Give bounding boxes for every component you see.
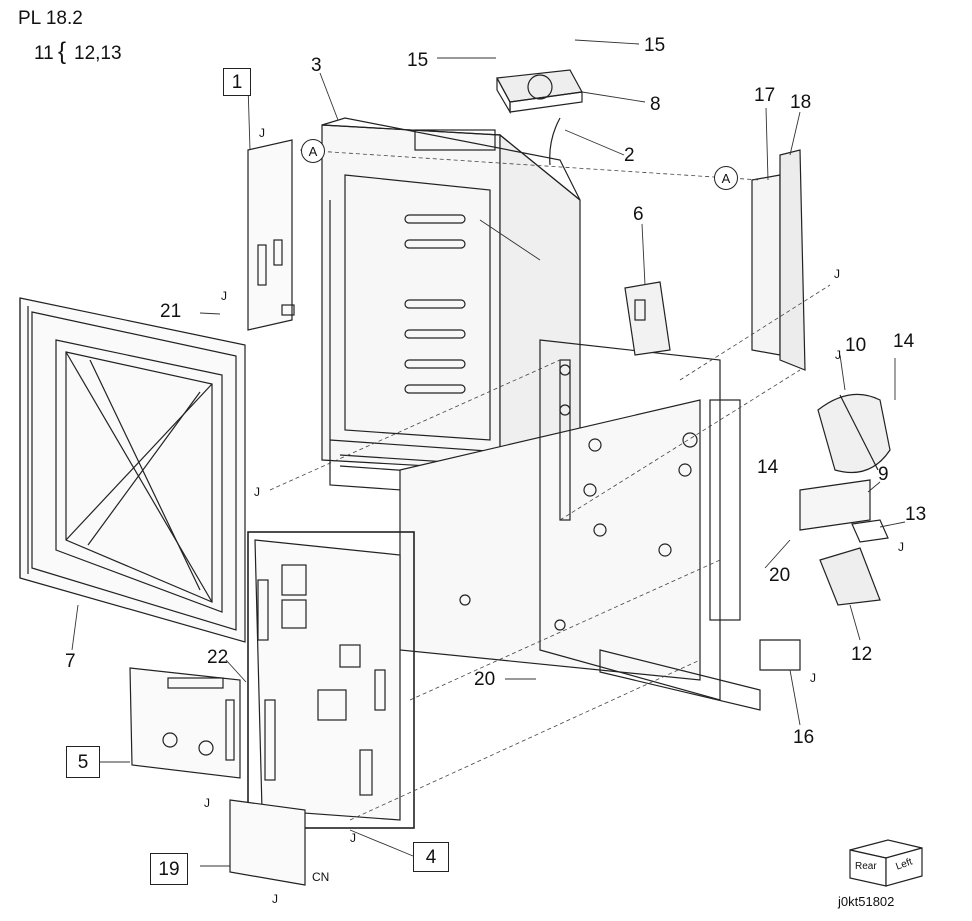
callout-12: 12 [851,644,873,665]
connector-label: J [204,796,210,810]
board-1 [247,139,295,331]
callout-20-right: 20 [769,565,791,586]
board-5 [129,667,241,779]
connector-label: J [254,485,260,499]
callout-9: 9 [878,464,889,485]
callout-21: 21 [160,301,182,322]
callout-20-bottom: 20 [474,669,496,690]
sub-prefix: 11 [34,43,54,64]
bracket-6 [624,281,671,356]
connector-label: J [221,289,227,303]
callout-10: 10 [845,335,867,356]
sub-items: 12,13 [74,43,122,64]
callout-16: 16 [793,727,815,748]
board-19 [229,799,306,886]
callout-8: 8 [650,94,661,115]
callout-22: 22 [207,647,229,668]
orientation-rear: Rear [855,861,877,872]
callout-7: 7 [65,651,76,672]
ref-marker-a-left: A [301,139,325,163]
callout-15-right: 15 [644,35,666,56]
callout-5: 5 [66,746,100,778]
callout-2: 2 [624,145,635,166]
callout-19: 19 [150,853,188,885]
pwb-frame [247,531,415,829]
connector-label: J [350,831,356,845]
bracket-17-18 [751,149,806,371]
motor [817,393,891,474]
connector-label: J [835,348,841,362]
callout-14-mid: 14 [757,457,779,478]
callout-6: 6 [633,204,644,225]
callout-4: 4 [413,842,449,872]
callout-15-left: 15 [407,50,429,71]
figure-code: j0kt51802 [838,894,895,909]
cover-panel [19,297,246,643]
connector-label: J [259,126,265,140]
callout-13: 13 [905,504,927,525]
connector-label: J [898,540,904,554]
callout-14-top: 14 [893,331,915,352]
cube-icon [849,839,923,887]
connector-label: J [272,892,278,906]
brace-glyph: { [58,38,67,65]
plate-number: PL 18.2 [18,8,83,29]
callout-3: 3 [311,55,322,76]
parts-9-12-13 [759,479,889,671]
orientation-cube: Rear Left [846,828,926,890]
connector-label: J [810,671,816,685]
callout-18: 18 [790,92,812,113]
connector-label-cn: CN [312,870,330,884]
pwb-board [254,539,401,821]
callout-1: 1 [223,68,251,96]
connector-label: J [834,267,840,281]
ref-marker-a-right: A [714,166,738,190]
callout-17: 17 [754,85,776,106]
